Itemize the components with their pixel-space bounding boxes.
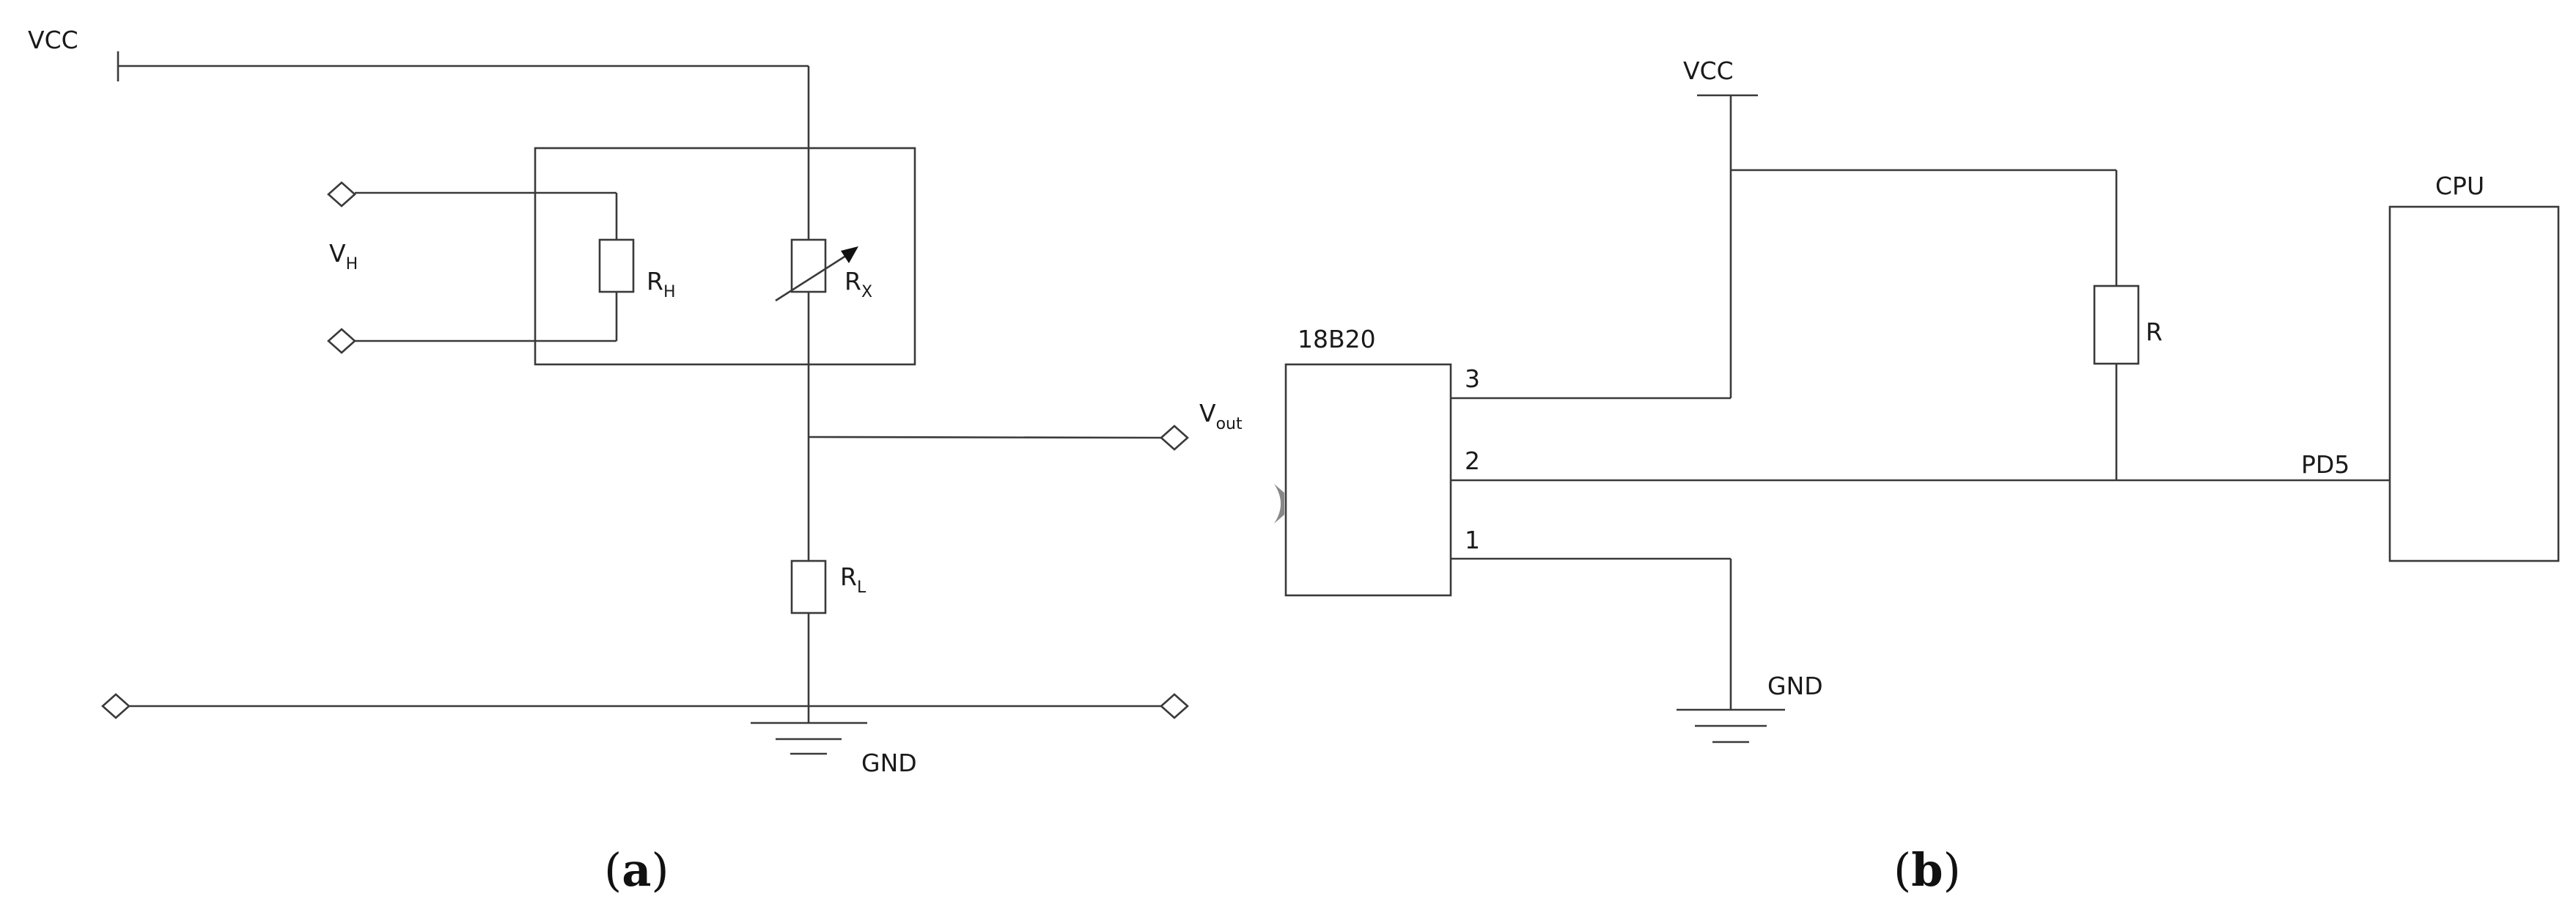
vh-label: VH <box>329 239 358 273</box>
pd5-label: PD5 <box>2301 450 2349 479</box>
circuit-a: VCC VH RH RX Vout <box>28 26 1243 897</box>
pin1-label: 1 <box>1465 526 1480 554</box>
rh-label: RH <box>647 267 675 301</box>
rh-resistor <box>598 238 635 293</box>
cpu-label: CPU <box>2435 172 2484 200</box>
vout-label: Vout <box>1199 399 1243 433</box>
rx-variable-arrow-head <box>841 246 858 263</box>
sensor-label: 18B20 <box>1298 325 1376 353</box>
rl-label: RL <box>840 562 866 597</box>
rl-resistor <box>790 559 827 614</box>
vcc-label-a: VCC <box>28 26 78 54</box>
vh-top-terminal <box>327 181 356 208</box>
circuit-b: VCC R 18B20 3 2 1 GND CPU PD5 (b) <box>1274 56 2560 897</box>
sensor-module-box <box>534 147 916 366</box>
vh-bottom-terminal <box>327 328 356 354</box>
caption-a: (a) <box>604 843 669 897</box>
gnd-label-a: GND <box>861 749 917 777</box>
vcc-label-b: VCC <box>1683 56 1734 85</box>
caption-b: (b) <box>1894 843 1961 897</box>
pin2-label: 2 <box>1465 447 1480 475</box>
cpu-block <box>2388 205 2560 562</box>
pullup-resistor <box>2093 284 2140 365</box>
bottom-left-terminal <box>101 693 130 719</box>
sensor-notch-mark <box>1274 484 1284 524</box>
gnd-label-b: GND <box>1767 672 1823 700</box>
rx-variable-resistor <box>790 238 827 293</box>
pin3-label: 3 <box>1465 364 1480 393</box>
vout-terminal <box>1160 425 1189 451</box>
rx-variable-arrow-shaft <box>775 251 851 302</box>
bottom-right-terminal <box>1160 693 1189 719</box>
vout-wire <box>808 436 1162 439</box>
rx-label: RX <box>844 267 872 301</box>
pullup-resistor-label: R <box>2146 317 2163 346</box>
ds18b20-sensor <box>1284 363 1452 597</box>
